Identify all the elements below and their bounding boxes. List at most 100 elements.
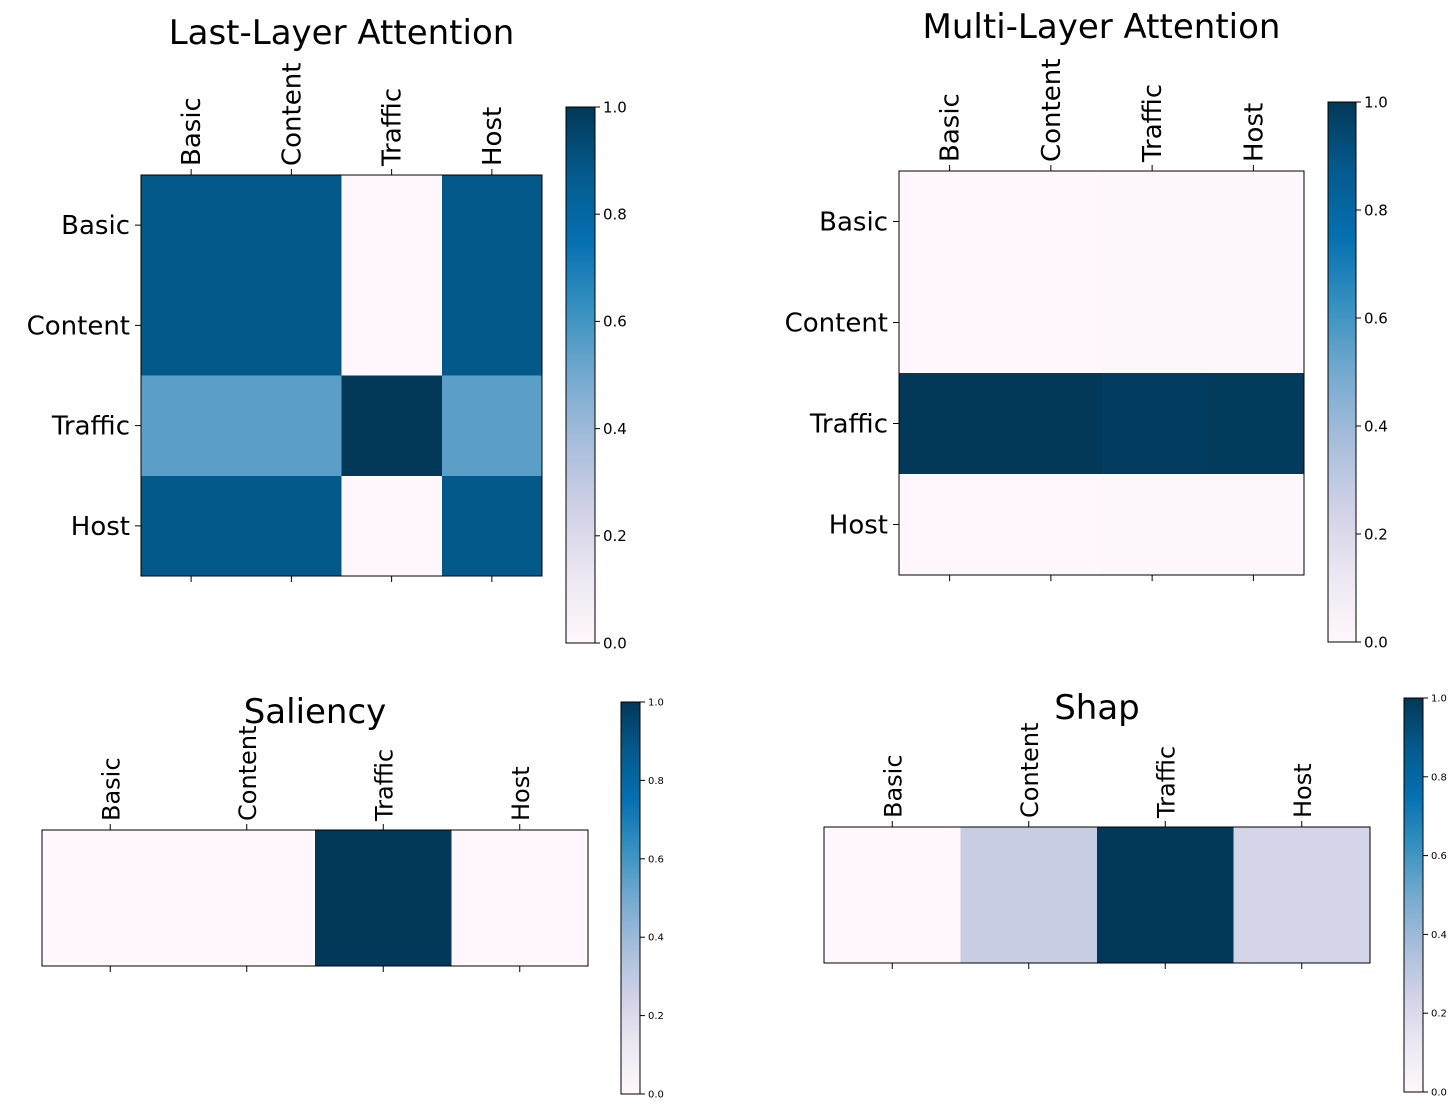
heatmap-cell: [141, 375, 242, 477]
heatmap-cell: [315, 830, 452, 967]
x-tick-label: Basic: [879, 754, 907, 818]
heatmap-cell: [899, 373, 1001, 475]
colorbar-tick-label: 0.0: [1431, 1088, 1447, 1099]
heatmap-cell: [899, 272, 1001, 374]
x-tick-label: Host: [507, 766, 535, 821]
heatmap-cell: [441, 275, 543, 376]
colorbar: [1328, 102, 1356, 642]
heatmap-cell: [1097, 827, 1234, 964]
heatmap-cell: [1000, 474, 1102, 576]
colorbar-tick-label: 0.2: [1431, 1009, 1447, 1020]
x-tick-label: Basic: [936, 93, 966, 162]
heatmap-cell: [1202, 171, 1305, 273]
colorbar-tick-label: 0.2: [648, 1011, 664, 1022]
y-tick-label: Basic: [819, 208, 888, 238]
heatmap-cell: [1000, 171, 1102, 273]
x-tick-label: Host: [1289, 763, 1317, 818]
chart-title: Last-Layer Attention: [169, 13, 515, 53]
x-tick-label: Content: [1016, 723, 1044, 818]
y-tick-label: Traffic: [809, 410, 888, 440]
colorbar-frame: [1327, 101, 1357, 643]
heatmap-cell: [341, 475, 443, 577]
heatmap-cell: [141, 175, 242, 276]
colorbar-tick-label: 0.2: [603, 527, 627, 545]
heatmap-cell: [441, 375, 543, 477]
colorbar-tick-label: 1.0: [648, 698, 664, 709]
heatmap-cell: [1233, 827, 1371, 964]
colorbar-tick-label: 0.6: [1431, 851, 1447, 862]
colorbar: [566, 107, 595, 643]
colorbar: [621, 702, 640, 1094]
x-tick-label: Traffic: [1152, 746, 1180, 819]
colorbar-frame: [620, 701, 641, 1095]
colorbar-tick-label: 0.0: [603, 634, 627, 652]
y-tick-label: Content: [27, 311, 130, 341]
colorbar-tick-label: 0.6: [603, 313, 627, 331]
x-tick-label: Basic: [97, 757, 125, 821]
colorbar-tick-label: 0.4: [603, 420, 627, 438]
heatmap-cell: [341, 375, 443, 477]
colorbar-frame: [1403, 697, 1424, 1093]
x-tick-label: Content: [1037, 59, 1067, 162]
heatmap-cell: [341, 175, 443, 276]
x-tick-label: Traffic: [1138, 84, 1168, 163]
heatmap-cell: [1000, 373, 1102, 475]
heatmap-cell: [824, 827, 961, 964]
heatmap-cell: [141, 475, 242, 577]
heatmap-cell: [451, 830, 589, 967]
heatmap-cell: [42, 830, 179, 967]
heatmap-frame: [140, 174, 543, 577]
heatmap-cell: [1202, 474, 1305, 576]
y-tick-label: Host: [71, 512, 130, 542]
heatmap-frame: [823, 826, 1371, 964]
chart-title: Saliency: [244, 692, 387, 732]
colorbar-tick-label: 0.4: [648, 933, 664, 944]
y-tick-label: Basic: [61, 211, 130, 241]
heatmap-frame: [898, 170, 1305, 576]
colorbar-tick-label: 0.0: [1364, 633, 1388, 651]
heatmap-cell: [441, 475, 543, 577]
chart-title: Multi-Layer Attention: [923, 7, 1281, 47]
heatmap-frame: [41, 829, 589, 967]
colorbar-tick-label: 0.6: [1364, 309, 1388, 327]
heatmap-cell: [241, 375, 342, 477]
chart-title: Shap: [1054, 688, 1140, 728]
heatmap-cell: [1101, 171, 1204, 273]
x-tick-label: Host: [478, 107, 508, 166]
heatmap-cell: [178, 830, 316, 967]
colorbar-tick-label: 1.0: [1364, 93, 1388, 111]
colorbar-tick-label: 0.2: [1364, 525, 1388, 543]
heatmap-cell: [1101, 272, 1204, 374]
x-tick-label: Content: [234, 726, 262, 821]
y-tick-label: Host: [829, 511, 888, 541]
heatmap-cell: [1000, 272, 1102, 374]
colorbar-tick-label: 1.0: [1431, 694, 1447, 705]
colorbar-tick-label: 0.4: [1364, 417, 1388, 435]
heatmap-cell: [241, 275, 342, 376]
heatmap-cell: [441, 175, 543, 276]
x-tick-label: Host: [1239, 103, 1269, 162]
heatmap-cell: [960, 827, 1098, 964]
heatmap-cell: [899, 171, 1001, 273]
heatmap-cell: [1101, 373, 1204, 475]
heatmap-cell: [1202, 373, 1305, 475]
colorbar-tick-label: 1.0: [603, 98, 627, 116]
colorbar-tick-label: 0.8: [648, 776, 664, 787]
x-tick-label: Traffic: [378, 88, 408, 167]
x-tick-label: Basic: [177, 97, 207, 166]
x-tick-label: Traffic: [370, 749, 398, 822]
heatmap-cell: [1101, 474, 1204, 576]
heatmap-cell: [341, 275, 443, 376]
heatmap-cell: [241, 175, 342, 276]
x-tick-label: Content: [277, 63, 307, 166]
colorbar: [1404, 698, 1423, 1092]
y-tick-label: Content: [785, 309, 888, 339]
colorbar-tick-label: 0.8: [603, 205, 627, 223]
colorbar-frame: [565, 106, 596, 644]
heatmap-cell: [899, 474, 1001, 576]
colorbar-tick-label: 0.6: [648, 854, 664, 865]
